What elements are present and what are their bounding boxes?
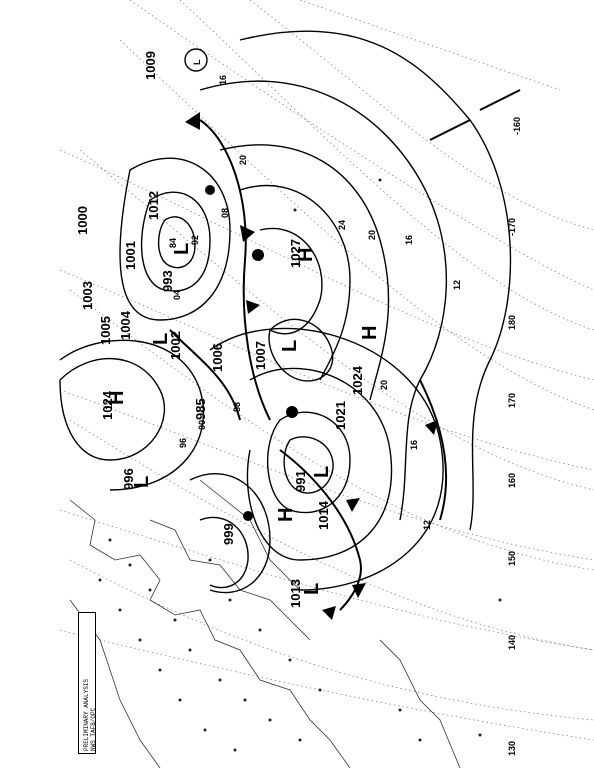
low-center: 1001 [123,241,138,270]
low-center: 985 [193,398,208,420]
svg-text:H: H [295,248,317,262]
svg-text:999: 999 [221,523,236,545]
isobar-label: 24 [337,220,347,230]
isobar-label: 12 [422,520,432,530]
isobar-label: 00 [197,420,207,430]
low-center: 1003 [80,281,95,310]
isobar-label: 96 [178,438,188,448]
isobar-labels: 12 16 20 24 08 04 00 96 92 88 84 12 16 2… [104,75,462,530]
longitude-grid [69,0,594,721]
lon-label: 170 [507,393,517,408]
isobar-label: 16 [218,75,228,85]
svg-text:H: H [359,326,381,340]
map-caption: PRELIMINARY ANALYSIS NWS TAFB/OPC [78,612,97,754]
isobar-label: 16 [404,235,414,245]
svg-text:985: 985 [193,398,208,420]
svg-text:991: 991 [293,470,308,492]
low-center: 1006 [210,343,225,372]
isobar-label: 04 [172,290,182,300]
isobar-label: 20 [238,155,248,165]
low-center: 1005 [98,316,113,345]
svg-text:1002: 1002 [168,331,183,360]
svg-text:1014: 1014 [316,500,331,530]
low-center: 1021 [333,401,348,430]
isobar-label: 88 [232,402,242,412]
svg-text:1000: 1000 [75,206,90,235]
lon-label: 140 [507,635,517,650]
lon-label: 160 [507,473,517,488]
svg-text:996: 996 [121,468,136,490]
low-center: 1013 L [288,579,323,608]
low-center: 1000 [75,206,90,235]
lon-label: 130 [507,741,517,756]
lon-label: -170 [507,218,517,236]
isobar-label: 12 [104,400,114,410]
high-center: 1014 H [275,500,331,530]
svg-text:1004: 1004 [118,310,133,340]
svg-text:1003: 1003 [80,281,95,310]
svg-text:L: L [150,333,172,345]
fronts [169,89,521,611]
svg-text:L: L [131,476,153,488]
svg-text:L: L [311,466,333,478]
high-center: 1027 H [288,239,317,268]
pressure-centers: 1027 H 1024 H 1024 H 1014 H 1009 L 993 L… [75,48,381,608]
isobar-label: 08 [220,208,230,218]
isobar-label: 92 [190,235,200,245]
caption-line: NWS TAFB/OPC [90,707,97,751]
isobars [59,30,512,594]
svg-text:L: L [301,583,323,595]
isobar-label: 16 [409,440,419,450]
low-center: 991 L [293,466,333,492]
svg-text:1005: 1005 [98,316,113,345]
low-center: 1004 [118,310,133,340]
low-center: 1002 L [150,331,183,360]
lon-label: -160 [512,117,522,135]
svg-text:1009: 1009 [143,51,158,80]
lon-label: 180 [507,315,517,330]
low-center: 1012 [146,191,161,220]
svg-text:1024: 1024 [350,365,365,395]
longitude-labels: -160 -170 180 170 160 150 140 130 [507,117,522,756]
svg-text:993: 993 [160,270,175,292]
front-symbols [185,112,438,620]
svg-text:L: L [192,59,202,65]
svg-text:L: L [171,243,193,255]
svg-text:1013: 1013 [288,579,303,608]
svg-text:1007: 1007 [253,341,268,370]
low-center: 1007 L [253,340,301,370]
caption-line: PRELIMINARY ANALYSIS [83,678,90,751]
low-center: 996 L [121,468,153,490]
lon-label: 150 [507,551,517,566]
low-center: 999 [221,523,236,545]
isobar-label: 20 [379,380,389,390]
svg-text:1006: 1006 [210,343,225,372]
isobar-label: 84 [168,238,178,248]
svg-text:1012: 1012 [146,191,161,220]
station-plots [98,178,502,752]
low-center: 1009 L [143,48,208,80]
svg-text:1024: 1024 [100,390,115,420]
isobar-label: 12 [452,280,462,290]
low-center: 993 L [160,243,193,292]
svg-text:1001: 1001 [123,241,138,270]
svg-text:1021: 1021 [333,401,348,430]
svg-text:L: L [279,340,301,352]
svg-text:H: H [275,508,297,522]
high-center: 1024 H [350,326,381,395]
isobar-label: 20 [367,230,377,240]
svg-text:1027: 1027 [288,239,303,268]
svg-text:H: H [106,391,128,405]
high-center: 1024 H [100,390,128,420]
